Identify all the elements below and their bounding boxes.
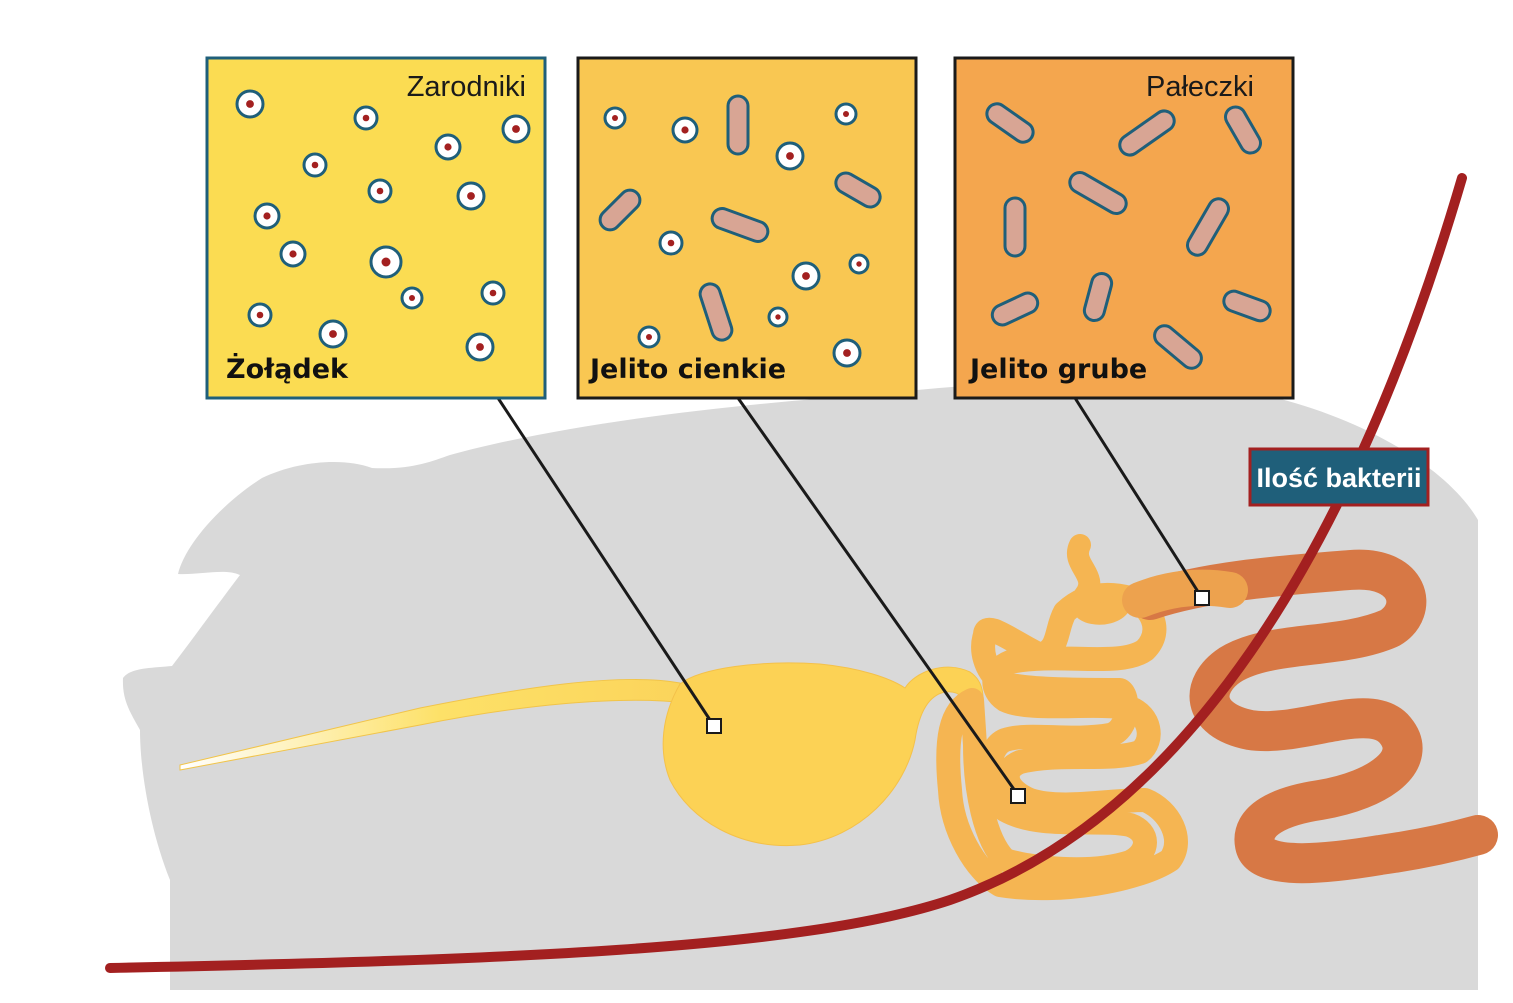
spores-stomach bbox=[235, 89, 531, 362]
rod-bacterium bbox=[985, 102, 1035, 144]
spore-core bbox=[381, 257, 391, 267]
spore-core bbox=[612, 115, 618, 121]
spore-core bbox=[467, 192, 475, 200]
large-intestine-start bbox=[1122, 569, 1248, 618]
leader-line-large-intestine bbox=[1073, 397, 1204, 599]
rod-bacterium bbox=[1186, 197, 1230, 257]
spore-core bbox=[856, 261, 862, 267]
spore-core bbox=[444, 143, 452, 151]
marker-large-intestine bbox=[1194, 590, 1210, 606]
spore-core bbox=[289, 250, 297, 258]
stomach bbox=[662, 662, 984, 847]
panel-small-intestine-label: Jelito cienkie bbox=[588, 354, 786, 385]
leader-line-stomach bbox=[496, 397, 716, 727]
spore-core bbox=[681, 126, 689, 134]
spore-core bbox=[775, 314, 781, 320]
spore-core bbox=[646, 334, 652, 340]
panel-large-intestine-label: Jelito grube bbox=[968, 354, 1147, 385]
spore-core bbox=[512, 125, 520, 133]
rod-bacterium bbox=[1153, 324, 1203, 370]
spore-core bbox=[263, 212, 271, 220]
rod-bacterium bbox=[1082, 271, 1114, 323]
spore-core bbox=[376, 187, 384, 195]
spore-core bbox=[246, 100, 254, 108]
rod-bacterium bbox=[698, 282, 734, 342]
rod-bacterium bbox=[834, 171, 882, 209]
rod-bacterium bbox=[990, 291, 1040, 327]
spore-core bbox=[667, 239, 675, 247]
rod-bacterium bbox=[1118, 109, 1176, 157]
spore-core bbox=[362, 114, 370, 122]
spore-core bbox=[329, 330, 337, 338]
rod-bacterium bbox=[598, 188, 642, 232]
spore-core bbox=[843, 349, 851, 357]
rod-bacterium bbox=[1224, 105, 1262, 155]
rod-bacterium bbox=[710, 207, 770, 243]
legend-bacteria-amount-label: Ilość bakterii bbox=[1256, 463, 1421, 493]
spore-core bbox=[409, 295, 415, 301]
large-intestine bbox=[1130, 549, 1498, 884]
rod-bacterium bbox=[1068, 171, 1128, 215]
rod-bacterium bbox=[726, 94, 750, 156]
leader-line-small-intestine bbox=[736, 397, 1020, 796]
rod-bacterium bbox=[1003, 196, 1027, 258]
legend-bacteria-amount: Ilość bakterii bbox=[1248, 447, 1430, 507]
panel-stomach-label: Żołądek bbox=[226, 353, 349, 385]
spore-core bbox=[489, 289, 497, 297]
panel-large-intestine: Pałeczki Jelito grube bbox=[953, 56, 1295, 400]
spore-core bbox=[256, 311, 264, 319]
spore-core bbox=[843, 111, 849, 117]
panel-stomach: Zarodniki Żołądek bbox=[205, 56, 547, 400]
spore-core bbox=[786, 152, 794, 160]
marker-stomach bbox=[706, 718, 722, 734]
spore-core bbox=[802, 272, 810, 280]
rod-bacterium bbox=[1222, 289, 1272, 323]
spore-core bbox=[311, 161, 319, 169]
panel-stomach-title: Zarodniki bbox=[407, 71, 526, 103]
panel-small-intestine: Jelito cienkie bbox=[576, 56, 918, 400]
panel-large-intestine-title: Pałeczki bbox=[1146, 71, 1254, 103]
spore-core bbox=[476, 343, 484, 351]
marker-small-intestine bbox=[1010, 788, 1026, 804]
